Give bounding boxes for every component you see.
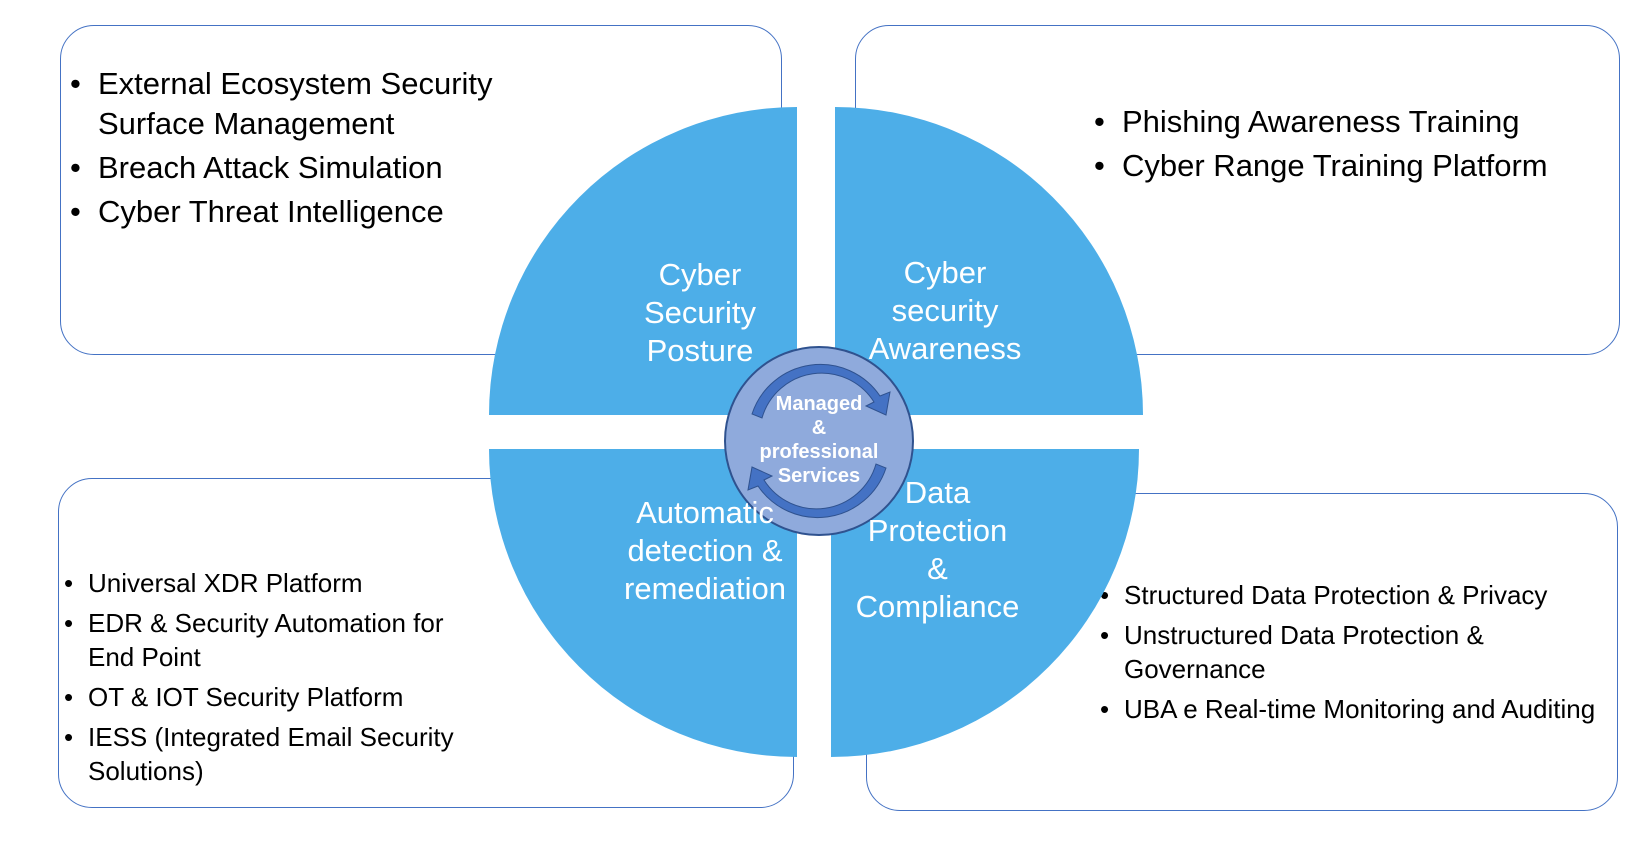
quadrant-label-bottom-left: Automatic detection & remediation [605, 494, 805, 608]
label-line: & [927, 551, 948, 586]
label-line: remediation [624, 571, 786, 606]
list-top-right: Phishing Awareness Training Cyber Range … [1090, 102, 1610, 190]
label-line: detection & [627, 533, 783, 568]
label-line: Automatic [636, 495, 774, 530]
list-item: Cyber Threat Intelligence [66, 192, 536, 232]
list-item: Cyber Range Training Platform [1090, 146, 1610, 186]
list-item: EDR & Security Automation for End Point [62, 606, 492, 674]
list-item: UBA e Real-time Monitoring and Auditing [1098, 692, 1623, 726]
center-line: Managed [775, 393, 863, 415]
quadrant-label-top-right: Cyber security Awareness [850, 254, 1040, 368]
list-item: Structured Data Protection & Privacy [1098, 578, 1623, 612]
label-line: Cyber [903, 255, 987, 290]
list-top-left: External Ecosystem Security Surface Mana… [66, 64, 536, 236]
list-item: OT & IOT Security Platform [62, 680, 492, 714]
list-bottom-right: Structured Data Protection & Privacy Uns… [1098, 578, 1623, 732]
label-line: Compliance [855, 589, 1020, 624]
list-bottom-left: Universal XDR Platform EDR & Security Au… [62, 566, 492, 794]
quadrant-top-right [835, 107, 1143, 415]
list-item: Unstructured Data Protection & Governanc… [1098, 618, 1623, 686]
label-line: Cyber [658, 257, 742, 292]
label-line: Awareness [868, 331, 1022, 366]
quadrant-bottom-left [489, 449, 797, 757]
quadrant-bottom-right [831, 449, 1139, 757]
quadrant-label-bottom-right: Data Protection & Compliance [850, 474, 1025, 626]
quadrant-label-top-left: Cyber Security Posture [610, 256, 790, 370]
center-label: Managed & professional Services [731, 392, 907, 568]
list-item: External Ecosystem Security Surface Mana… [66, 64, 536, 144]
label-line: Security [644, 295, 756, 330]
list-item: Breach Attack Simulation [66, 148, 536, 188]
quadrant-top-left [489, 107, 797, 415]
center-line: professional [759, 441, 879, 463]
list-item: Universal XDR Platform [62, 566, 492, 600]
list-item: IESS (Integrated Email Security Solution… [62, 720, 492, 788]
list-item: Phishing Awareness Training [1090, 102, 1610, 142]
center-line: Services [777, 465, 861, 487]
label-line: Data [904, 475, 971, 510]
label-line: Protection [867, 513, 1008, 548]
center-line: & [811, 417, 827, 439]
label-line: Posture [646, 333, 754, 368]
label-line: security [891, 293, 999, 328]
cycle-arrows-icon [747, 363, 891, 519]
